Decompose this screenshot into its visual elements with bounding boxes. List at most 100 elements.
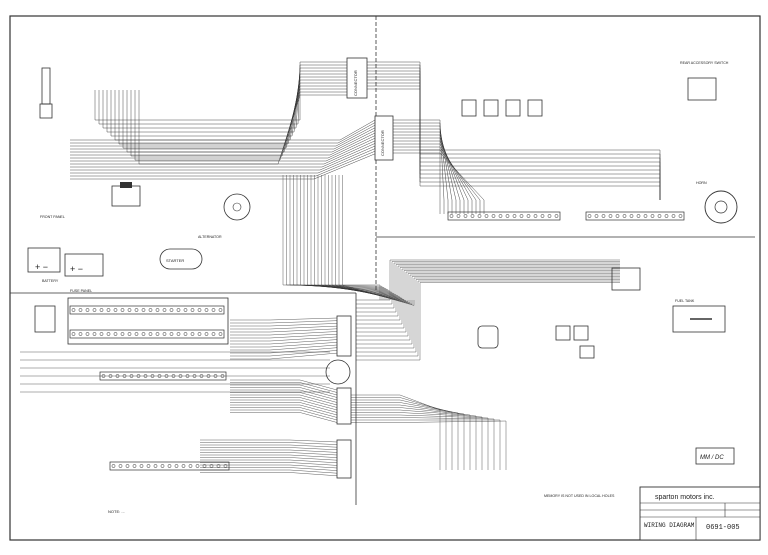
wire xyxy=(118,79,347,145)
connector-top-label: CONNECTOR xyxy=(353,70,358,96)
sheet-border xyxy=(9,15,761,541)
wire xyxy=(102,67,347,129)
wire xyxy=(70,119,376,141)
wire xyxy=(230,404,338,416)
wire xyxy=(70,150,376,177)
wire xyxy=(230,325,338,330)
wire xyxy=(70,135,376,159)
wire xyxy=(356,267,620,321)
wire xyxy=(134,90,347,161)
wire xyxy=(138,90,347,165)
wire xyxy=(356,276,620,345)
relay-box xyxy=(483,99,499,117)
switch-left xyxy=(34,305,56,333)
starter-component: STARTER xyxy=(159,248,203,270)
wire xyxy=(70,140,376,165)
wire xyxy=(356,265,620,317)
wire xyxy=(393,152,485,214)
wire xyxy=(356,262,620,309)
fuel-sender: FUEL TANK xyxy=(672,299,726,333)
wire xyxy=(230,334,338,339)
wire xyxy=(200,467,338,471)
wire xyxy=(114,76,347,141)
initials-text: MM / DC xyxy=(700,455,724,461)
battery-component: + − + − xyxy=(27,247,104,277)
wire xyxy=(351,402,459,470)
wire xyxy=(393,128,453,214)
terminal-strip-top xyxy=(447,211,561,221)
wire xyxy=(328,175,407,301)
wire xyxy=(351,419,501,470)
wire xyxy=(393,143,473,214)
fuse-panel-label: FUSE PANEL xyxy=(70,289,92,293)
wire xyxy=(70,125,376,147)
wire xyxy=(393,131,457,214)
wire xyxy=(230,347,338,354)
drawing-title: WIRING DIAGRAM xyxy=(644,522,695,529)
wire xyxy=(230,384,338,396)
wire xyxy=(393,134,461,214)
wire xyxy=(367,70,661,200)
terminal-strip-middle xyxy=(99,371,227,381)
wire xyxy=(200,449,338,453)
wire xyxy=(230,407,338,418)
wire xyxy=(367,67,661,200)
wire xyxy=(286,175,383,300)
wire xyxy=(230,328,338,333)
wire xyxy=(230,387,338,398)
wire xyxy=(70,132,376,156)
relay-component xyxy=(111,182,141,207)
wire xyxy=(351,394,441,470)
wire xyxy=(230,336,338,342)
wire xyxy=(230,331,338,336)
wire xyxy=(70,153,376,180)
drawing-number: 0691-005 xyxy=(706,524,740,532)
pump-component xyxy=(477,325,499,349)
wire xyxy=(367,61,661,200)
wire xyxy=(70,148,376,174)
wire xyxy=(356,259,620,301)
terminal-strips xyxy=(69,211,685,471)
wire xyxy=(130,88,347,157)
wire xyxy=(200,439,338,443)
label-battery: BATTERY xyxy=(42,279,59,283)
wire xyxy=(200,444,338,448)
company-name: sparton motors inc. xyxy=(655,494,715,501)
wire xyxy=(230,379,338,391)
label-front-panel: FRONT PANEL xyxy=(40,215,65,219)
wire xyxy=(230,344,338,351)
wire xyxy=(230,399,338,411)
label-horn: HORN xyxy=(696,181,707,185)
wire xyxy=(230,382,338,393)
wire xyxy=(393,140,469,214)
wire xyxy=(200,469,338,474)
wire xyxy=(393,149,481,214)
wire xyxy=(331,175,409,303)
wire xyxy=(367,64,661,200)
wire xyxy=(351,397,447,470)
wire xyxy=(230,412,338,423)
svg-text:+ −: + − xyxy=(35,262,48,272)
bottom-note: NOTE: ... xyxy=(108,509,125,514)
connector-bottom-2 xyxy=(336,387,352,425)
wire xyxy=(351,399,453,470)
wire xyxy=(70,143,376,168)
plug-component xyxy=(39,67,53,119)
wire xyxy=(98,64,347,125)
initials-box: MM / DC xyxy=(695,447,735,465)
wire xyxy=(230,394,338,406)
relay-box xyxy=(527,99,543,117)
wire xyxy=(200,472,338,476)
wire xyxy=(200,447,338,450)
wire xyxy=(356,268,620,325)
wire xyxy=(230,352,338,360)
connector-bottom-3 xyxy=(336,439,352,479)
fuse-panel: FUSE PANEL xyxy=(67,289,229,345)
wire xyxy=(200,457,338,461)
wire xyxy=(200,454,338,458)
wire xyxy=(200,452,338,456)
accessory-label: REAR ACCESSORY SWITCH xyxy=(680,61,729,65)
relay-group xyxy=(461,99,543,117)
wire xyxy=(393,137,465,214)
wire xyxy=(351,407,471,470)
